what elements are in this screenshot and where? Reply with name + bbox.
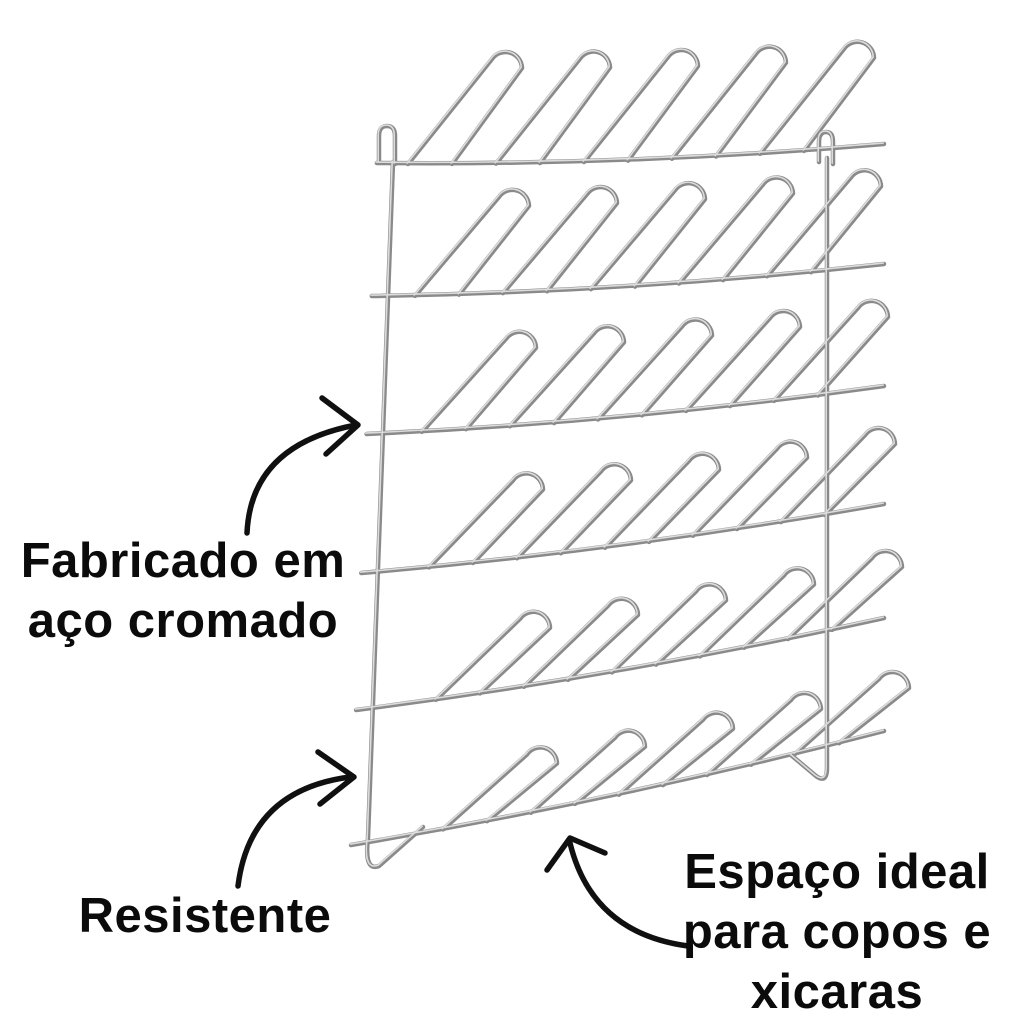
rack-wire-highlight <box>406 50 522 164</box>
rack-wire <box>376 123 398 167</box>
durability-arrowhead-icon <box>315 749 357 807</box>
rack-wire-highlight <box>349 729 884 845</box>
rack-wire <box>353 615 887 713</box>
rack-wire-highlight <box>789 156 827 779</box>
capacity-label-line3: xicaras <box>750 965 924 1019</box>
capacity-arrow <box>567 840 691 949</box>
capacity-arrowhead-icon <box>544 835 608 873</box>
rack-wire-highlight <box>817 130 833 164</box>
rack-wire <box>359 501 887 576</box>
capacity-label-line2: para copos e <box>682 905 992 959</box>
rack-wire-highlight <box>589 181 705 290</box>
capacity-label-line1: Espaço ideal <box>684 845 990 899</box>
rack-wire-highlight <box>765 168 881 277</box>
rack-wire-highlight <box>582 48 698 162</box>
rack-wire <box>683 308 803 414</box>
rack-wire-highlight <box>793 670 909 754</box>
rack-wire-highlight <box>427 471 543 568</box>
rack-wire-highlight <box>684 309 800 411</box>
wire-rack-highlight <box>349 40 909 867</box>
rack-wire-highlight <box>610 582 726 673</box>
rack-wire-highlight <box>377 124 395 164</box>
material-label: Fabricado em aço cromado <box>18 531 348 651</box>
rack-wire-highlight <box>434 610 550 700</box>
rack-wire-highlight <box>779 426 895 522</box>
rack-wire-highlight <box>359 502 884 573</box>
rack-wire-highlight <box>758 40 874 154</box>
rack-wire <box>426 471 546 570</box>
rack-wire-highlight <box>365 160 423 867</box>
rack-wire <box>764 168 884 279</box>
rack-wire <box>364 159 426 870</box>
material-arrow <box>244 422 359 536</box>
durability-arrow <box>235 774 353 889</box>
material-label-line1: Fabricado em <box>20 534 346 588</box>
rack-wire-highlight <box>441 745 557 830</box>
rack-wire-highlight <box>617 710 733 795</box>
rack-wire-highlight <box>691 439 807 536</box>
rack-wire-highlight <box>375 142 884 164</box>
rack-wire-highlight <box>522 597 638 687</box>
rack-wire-highlight <box>705 691 821 775</box>
rack-wire <box>369 261 887 299</box>
rack-wire-highlight <box>354 616 884 710</box>
rack-wire-highlight <box>515 462 631 559</box>
rack-wire-highlight <box>529 728 645 813</box>
rack-wire <box>757 39 877 157</box>
rack-wire <box>405 49 525 167</box>
rack-wire-highlight <box>596 317 712 420</box>
rack-wire-highlight <box>494 49 610 164</box>
rack-wire-highlight <box>508 324 624 427</box>
capacity-label: Espaço ideal para copos e xicaras <box>650 842 1024 1022</box>
durability-label: Resistente <box>50 886 360 946</box>
material-arrowhead-icon <box>319 395 361 457</box>
rack-wire-highlight <box>370 262 884 296</box>
rack-wire-highlight <box>364 384 884 434</box>
durability-label-text: Resistente <box>78 889 332 943</box>
rack-wire-highlight <box>786 549 902 639</box>
rack-wire-highlight <box>670 44 786 159</box>
rack-wire-highlight <box>603 452 719 548</box>
material-label-line2: aço cromado <box>27 594 339 648</box>
rack-wire-highlight <box>677 175 793 284</box>
wire-rack <box>348 39 912 870</box>
rack-wire-highlight <box>772 299 888 401</box>
rack-wire-highlight <box>420 330 536 432</box>
rack-wire-highlight <box>501 185 617 293</box>
rack-wire-highlight <box>698 566 814 657</box>
rack-wire <box>792 669 912 757</box>
rack-wire <box>493 49 613 166</box>
annotation-arrows <box>235 395 691 949</box>
rack-wire-highlight <box>413 188 529 296</box>
rack-wire <box>364 383 887 437</box>
